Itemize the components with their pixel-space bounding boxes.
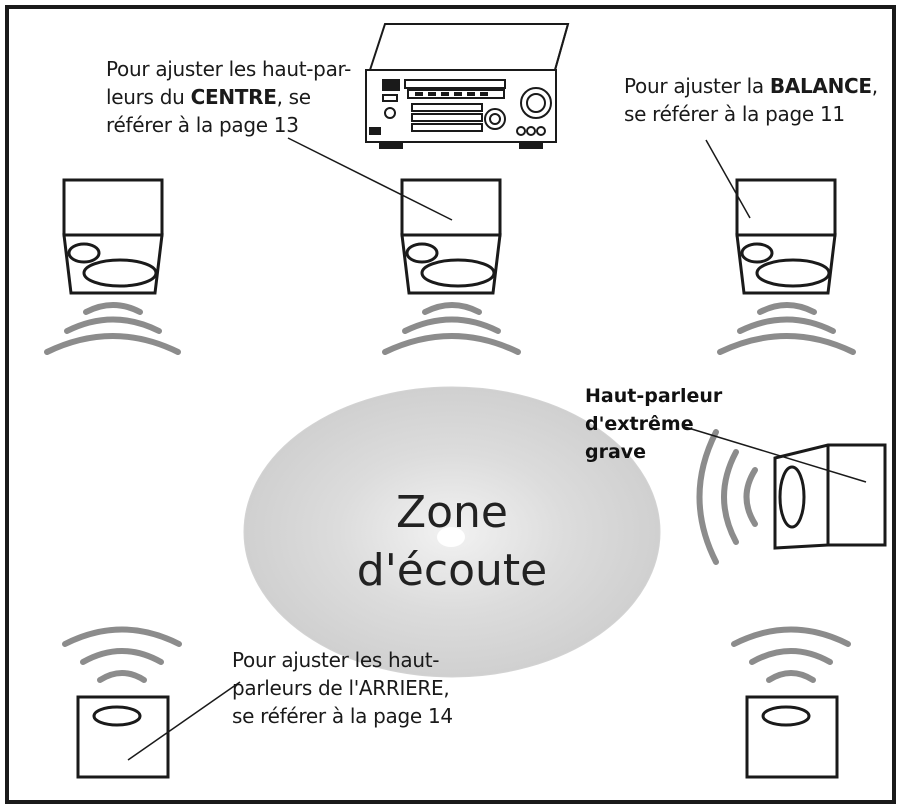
centre-note-line1: Pour ajuster les haut-par- [106,57,352,81]
subwoofer [773,443,887,550]
balance-note-line1: Pour ajuster la BALANCE, [624,72,878,100]
balance-note-line1-prefix: Pour ajuster la [624,74,770,98]
subwoofer-label: Haut-parleur d'extrême grave [585,382,722,466]
waves-front-center [382,302,521,355]
speaker-rear-left [76,695,170,779]
listening-zone-label: Zone d'écoute [302,484,602,600]
centre-note-line3: référer à la page 13 [106,113,299,137]
rear-speaker-note: Pour ajuster les haut- parleurs de l'ARR… [232,646,453,730]
speaker-front-center [400,178,502,295]
waves-front-left [44,302,181,355]
av-receiver [365,23,570,149]
centre-speaker-note: Pour ajuster les haut-par- leurs du CENT… [106,55,351,139]
subwoofer-label-line1: Haut-parleur [585,385,723,407]
centre-note-line2: leurs du CENTRE, se [106,83,351,111]
centre-note-line2-prefix: leurs du [106,85,191,109]
speaker-rear-right [745,695,839,779]
centre-note-line2-suffix: , se [276,85,312,109]
rear-note-line2: parleurs de l'ARRIERE, [232,676,450,700]
zone-label-line2: d'écoute [356,545,548,596]
balance-note-keyword: BALANCE [769,74,872,98]
frame-border [5,5,896,804]
subwoofer-label-line2: d'extrême [585,413,694,435]
leader-lines [127,137,867,761]
subwoofer-label-line3: grave [585,441,647,463]
leader-subwoofer [684,426,867,483]
speaker-front-right [735,178,837,295]
zone-label-line1: Zone [395,487,509,538]
waves-subwoofer [696,429,758,565]
balance-note: Pour ajuster la BALANCE, se référer à la… [624,72,878,128]
rear-note-line1: Pour ajuster les haut- [232,648,440,672]
waves-front-right [717,302,856,355]
centre-note-keyword: CENTRE [190,85,277,109]
rear-note-line3: se référer à la page 14 [232,704,453,728]
leader-rear [127,681,241,761]
leader-balance [705,139,751,219]
balance-note-line2: se référer à la page 11 [624,102,845,126]
speaker-front-left [62,178,164,295]
leader-centre [287,137,453,221]
waves-rear-left [62,626,182,683]
balance-note-line1-suffix: , [871,74,878,98]
listening-zone-center [437,527,465,547]
waves-rear-right [731,626,851,683]
